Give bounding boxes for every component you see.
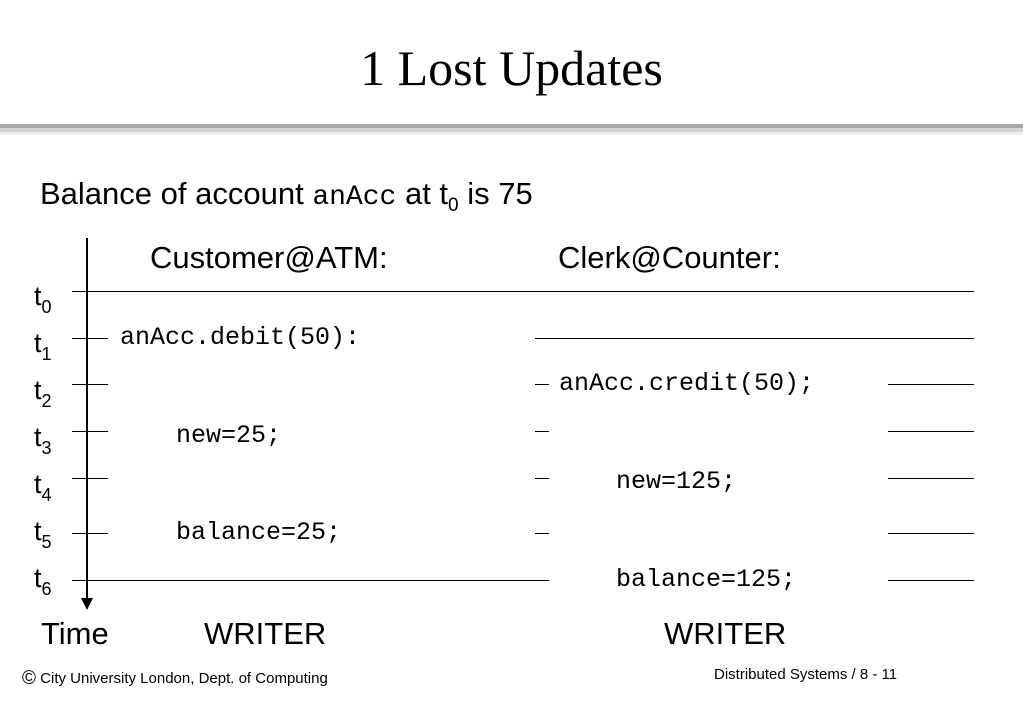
clerk-dash-t3 — [535, 431, 549, 432]
clerk-line-t5 — [888, 533, 974, 534]
customer-new-value: new=25; — [176, 421, 282, 450]
clerk-line-t4 — [888, 478, 974, 479]
customer-column-heading: Customer@ATM: — [150, 240, 388, 275]
customer-idle-line-t6 — [72, 580, 549, 581]
tick-t3 — [72, 431, 108, 432]
time-label-t3: t3 — [34, 422, 52, 458]
customer-balance-write: balance=25; — [176, 518, 342, 547]
clerk-balance-write: balance=125; — [616, 565, 797, 594]
title-divider-mid — [0, 128, 1023, 132]
copyright-notice: © City University London, Dept. of Compu… — [22, 668, 328, 690]
tick-t1 — [72, 338, 108, 339]
copyright-symbol: © — [22, 668, 36, 689]
time-subscript: 0 — [448, 195, 459, 216]
time-label-t5: t5 — [34, 516, 52, 552]
clerk-new-value: new=125; — [616, 467, 737, 496]
time-axis-label: Time — [41, 616, 109, 651]
time-axis — [86, 238, 88, 602]
time-label-t0: t0 — [34, 281, 52, 317]
time-label-t2: t2 — [34, 375, 52, 411]
time-label-t1: t1 — [34, 328, 52, 364]
title-divider-dark — [0, 124, 1023, 128]
balance-statement-middle: at t — [404, 176, 449, 211]
page-number: Distributed Systems / 8 - 11 — [714, 666, 898, 683]
balance-statement-suffix: is 75 — [467, 176, 533, 211]
time-label-t6: t6 — [34, 563, 52, 599]
slide-title: 1 Lost Updates — [360, 40, 663, 96]
clerk-line-t6 — [888, 580, 974, 581]
clerk-line-t3 — [888, 431, 974, 432]
balance-statement: Balance of account anAcc at t0 is 75 — [40, 174, 533, 226]
customer-debit-op: anAcc.debit(50): — [120, 323, 361, 352]
tick-t2 — [72, 384, 108, 385]
clerk-idle-line-t1 — [535, 338, 974, 339]
copyright-text: City University London, Dept. of Computi… — [40, 670, 328, 687]
tick-t4 — [72, 478, 108, 479]
clerk-dash-t5 — [535, 533, 549, 534]
tick-t5 — [72, 533, 108, 534]
clerk-line-t2 — [888, 384, 974, 385]
account-name-code: anAcc — [312, 182, 397, 213]
clerk-column-heading: Clerk@Counter: — [558, 240, 781, 275]
time-label-t4: t4 — [34, 469, 52, 505]
customer-role-label: WRITER — [204, 616, 327, 651]
balance-statement-prefix: Balance of account — [40, 176, 304, 211]
time-axis-arrowhead — [81, 598, 93, 610]
clerk-dash-t2 — [535, 384, 549, 385]
clerk-credit-op: anAcc.credit(50); — [559, 369, 815, 398]
title-divider-light — [0, 132, 1023, 135]
clerk-role-label: WRITER — [664, 616, 787, 651]
clerk-dash-t4 — [535, 478, 549, 479]
timeline-row-t0 — [72, 291, 974, 292]
